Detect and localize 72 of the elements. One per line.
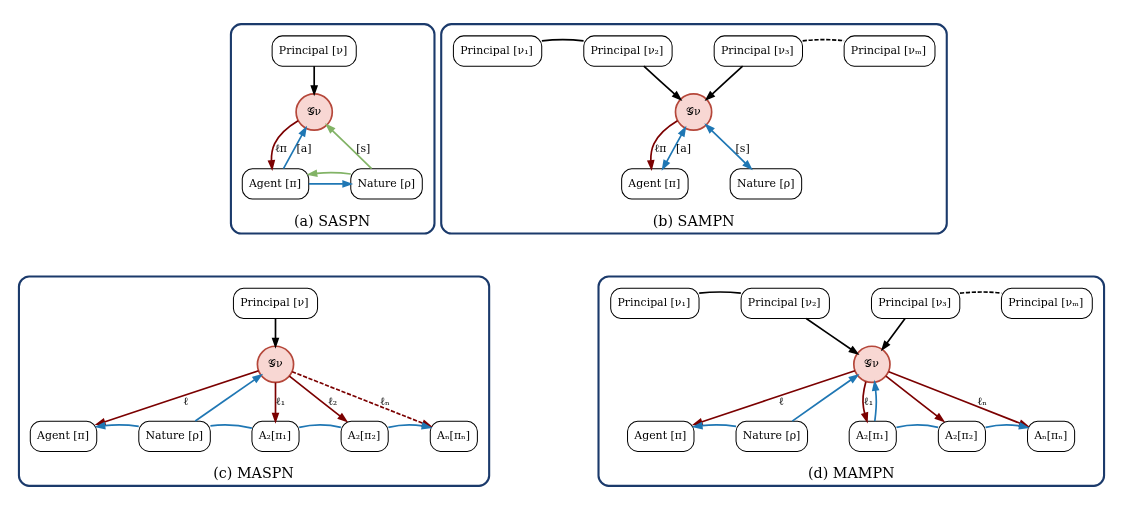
node-box: Agent [π] (621, 168, 689, 200)
arrow (271, 381, 280, 424)
node-box: Principal [ν₃] (870, 287, 961, 319)
arrow (661, 125, 687, 171)
node-box: Nature [ρ] (138, 420, 211, 452)
arrow (691, 421, 737, 430)
connector (895, 424, 939, 429)
arrow (704, 123, 753, 171)
node-box: Principal [ν₃] (713, 35, 803, 67)
arrow (704, 65, 744, 102)
arrow (387, 422, 433, 430)
edge-label: ℓ (182, 394, 189, 408)
node-box: Principal [ν₂] (583, 35, 673, 67)
connector (698, 291, 742, 294)
arrow (791, 373, 860, 422)
node-circle: 𝒢ν (674, 93, 713, 131)
node-circle: 𝒢ν (852, 345, 891, 384)
node-box: Aₙ[πₙ] (429, 420, 478, 452)
arrow (885, 375, 946, 423)
node-box: Aₙ[πₙ] (1027, 420, 1076, 452)
node-box: Nature [ρ] (735, 420, 809, 452)
connector (801, 38, 845, 42)
arrow (880, 317, 906, 352)
connector (298, 424, 342, 429)
edge-label: ℓ₂ (327, 394, 338, 408)
node-circle: 𝒢ν (256, 345, 295, 384)
edge-label: [s] (356, 142, 371, 156)
edge-label: ℓπ (654, 142, 667, 156)
edge-label: ℓₙ (977, 394, 988, 408)
arrow (94, 421, 140, 430)
arrow (310, 65, 319, 97)
node-box: Principal [νₘ] (1000, 287, 1093, 319)
arrow (643, 65, 683, 102)
arrow (194, 373, 264, 422)
arrow (646, 119, 679, 171)
arrow (282, 125, 308, 170)
node-box: A₂[π₂] (937, 420, 986, 452)
arrow (984, 422, 1030, 430)
node-box: A₂[π₂] (340, 420, 389, 452)
edge-label: [a] (296, 142, 312, 156)
node-box: Principal [ν₂] (740, 287, 830, 319)
arrow (308, 180, 354, 188)
node-circle: 𝒢ν (295, 93, 334, 131)
edge-label: ℓ₁ (275, 394, 286, 408)
node-box: Principal [ν] (271, 35, 357, 67)
node-box: Principal [ν] (232, 287, 319, 319)
node-box: Nature [ρ] (729, 168, 803, 200)
node-box: Nature [ρ] (350, 168, 423, 200)
node-box: Principal [νₘ] (843, 35, 936, 67)
node-box: Agent [π] (627, 420, 695, 452)
edge-label: [a] (675, 142, 691, 156)
edge-label: ℓₙ (379, 394, 390, 408)
node-box: Principal [ν₁] (452, 35, 543, 67)
node-box: Principal [ν₁] (610, 287, 700, 319)
node-box: Agent [π] (29, 420, 98, 452)
connector (541, 38, 585, 42)
arrow (306, 169, 352, 178)
edge-label: ℓπ (274, 142, 288, 156)
arrow (871, 379, 880, 422)
arrow (805, 317, 860, 355)
arrow (271, 317, 280, 349)
node-box: A₂[π₁] (848, 420, 897, 452)
edge-label: ℓ₁ (863, 394, 874, 408)
edge-label: [s] (735, 142, 750, 156)
arrow (267, 119, 299, 171)
edge-label: ℓ (778, 394, 784, 408)
connector (209, 424, 253, 429)
node-box: Agent [π] (241, 168, 310, 200)
arrow (860, 380, 869, 424)
arrow (324, 123, 373, 170)
node-box: A₂[π₁] (251, 420, 300, 452)
arrow (288, 375, 349, 423)
